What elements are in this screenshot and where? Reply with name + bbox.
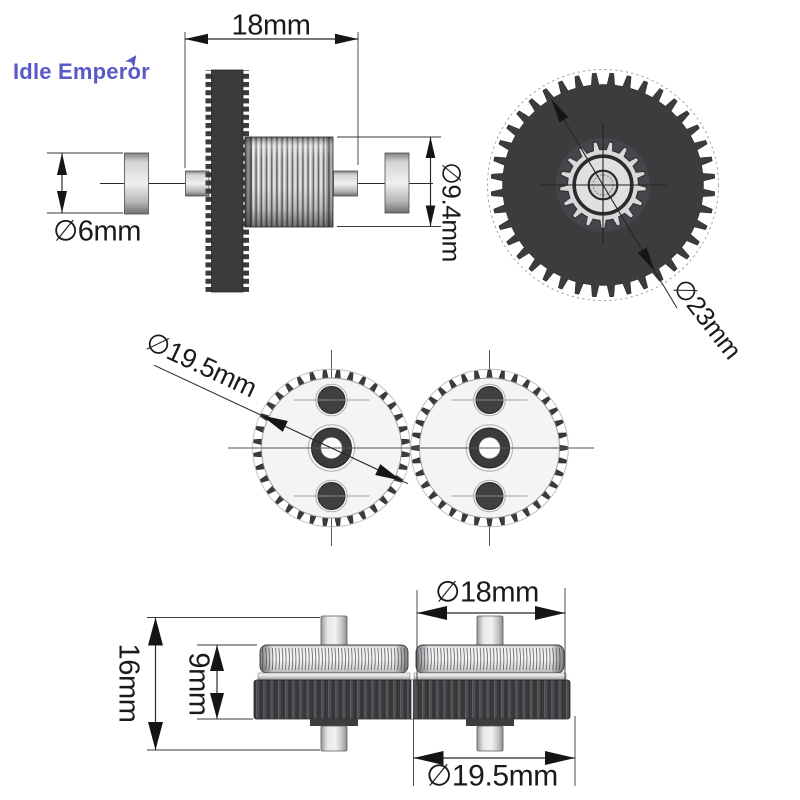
dim-label-gear-height-9mm: 9mm bbox=[182, 652, 215, 716]
view-meshing-gears-side bbox=[147, 588, 576, 786]
dim-label-width-18mm: 18mm bbox=[231, 9, 311, 42]
dim-label-stack-bottom-19-5mm: ∅19.5mm bbox=[426, 759, 558, 793]
watermark: Idle Emperor ➤ bbox=[13, 50, 150, 85]
view-large-gear-front bbox=[487, 69, 719, 309]
view-motor-gear-side bbox=[47, 32, 441, 293]
view-meshing-gears-front bbox=[153, 350, 594, 546]
dim-label-total-height-16mm: 16mm bbox=[112, 643, 145, 723]
dim-label-shaft-6mm: ∅6mm bbox=[52, 215, 142, 248]
watermark-text: Idle Emperor bbox=[13, 59, 150, 84]
dim-label-pinion-9-4mm: ∅9.4mm bbox=[436, 162, 467, 262]
dim-label-stack-top-18mm: ∅18mm bbox=[435, 576, 539, 609]
